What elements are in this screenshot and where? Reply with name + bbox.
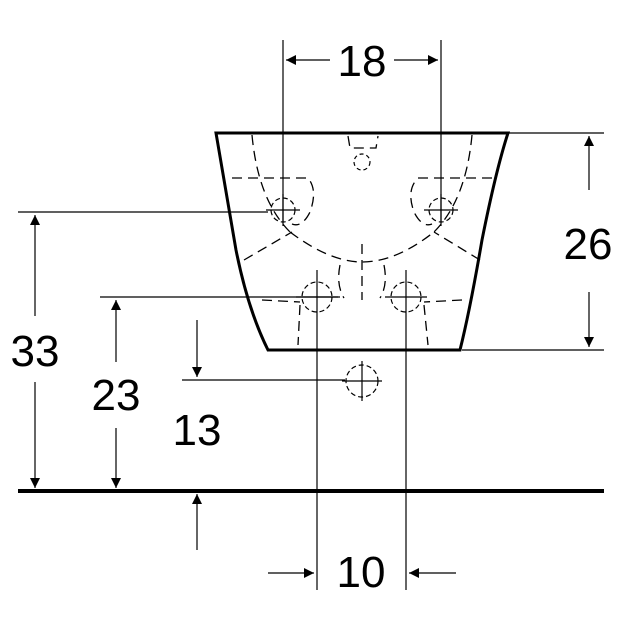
dim-label-13: 13 <box>173 406 222 455</box>
dim-label-23: 23 <box>92 371 141 420</box>
drain-hole <box>342 361 382 401</box>
dim-label-10: 10 <box>337 548 386 597</box>
dim-label-26: 26 <box>564 220 613 269</box>
dim-label-18: 18 <box>338 37 387 86</box>
dim-label-33: 33 <box>11 327 60 376</box>
overflow-hole <box>353 153 371 171</box>
bidet-outline <box>214 131 511 352</box>
inner-dashed-contours <box>232 134 492 346</box>
